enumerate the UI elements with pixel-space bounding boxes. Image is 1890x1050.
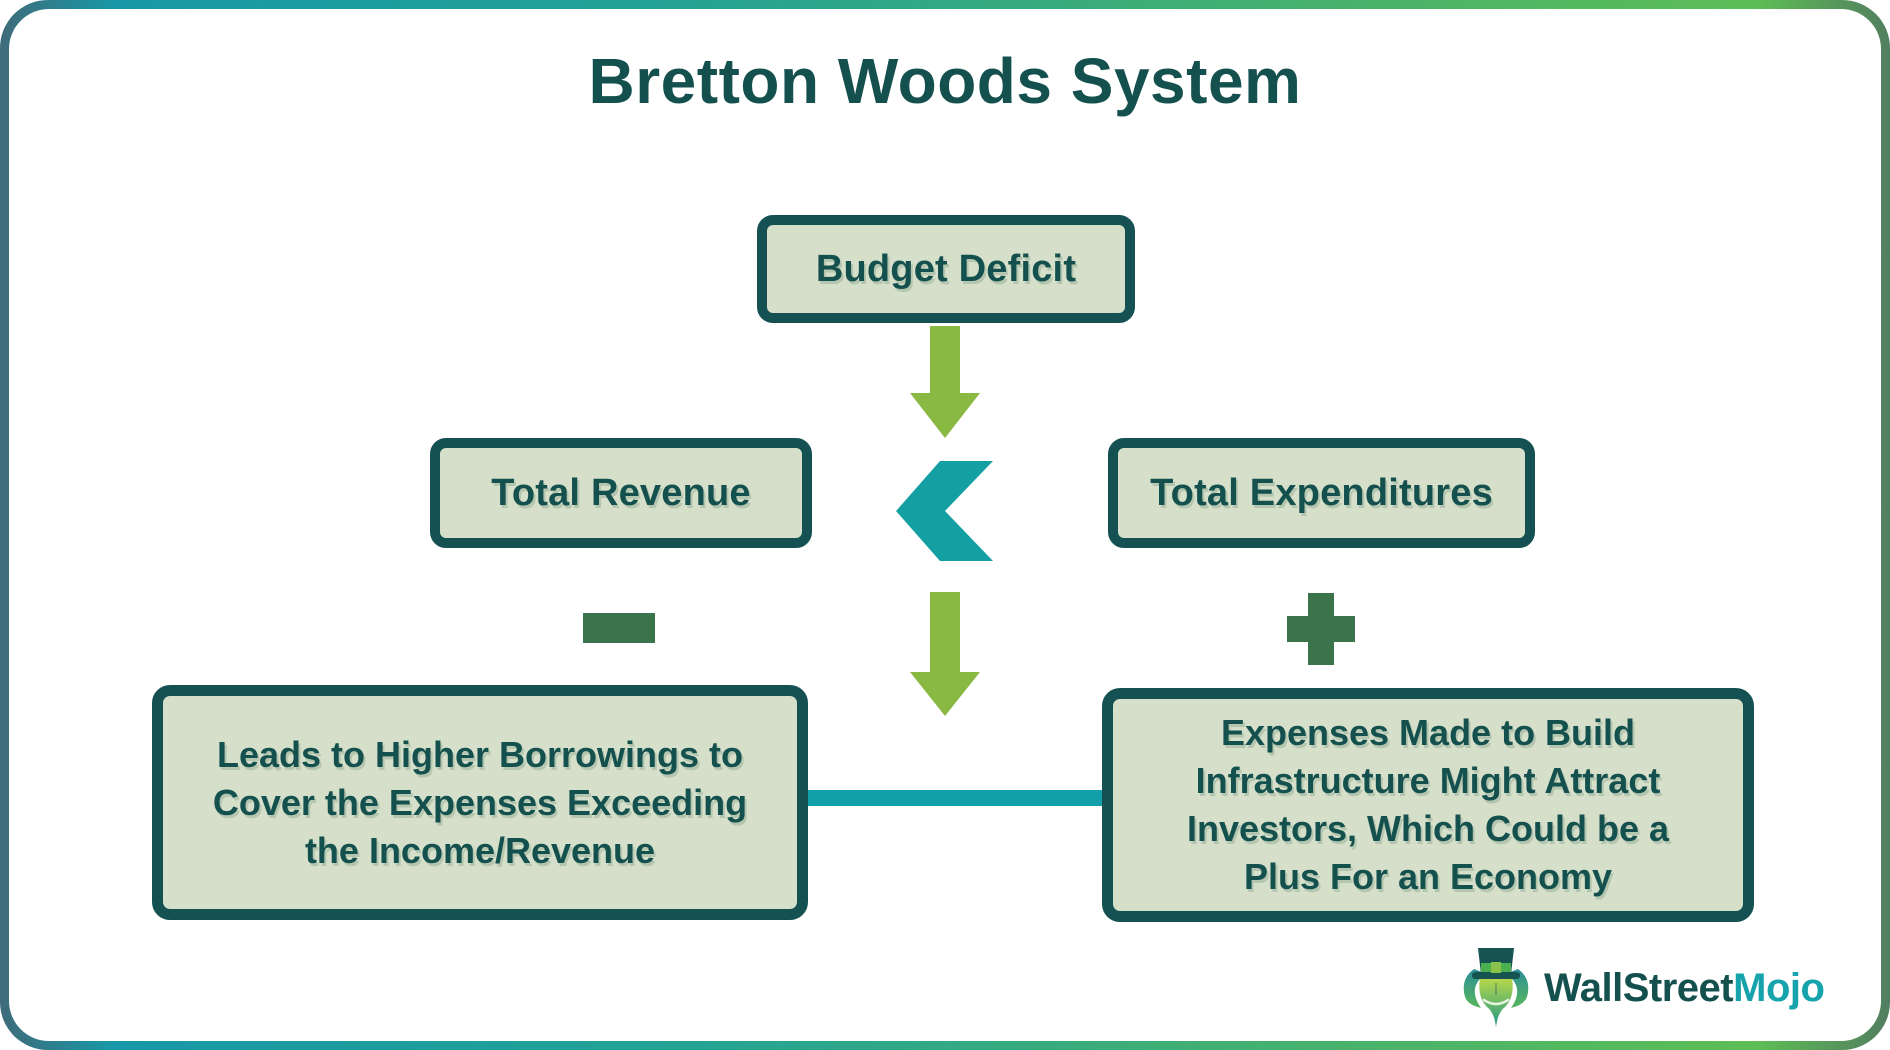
total-revenue-label: Total Revenue <box>491 471 751 514</box>
box-total-expenditures: Total Expenditures <box>1108 438 1535 548</box>
total-expenditures-label: Total Expenditures <box>1150 471 1493 514</box>
box-higher-borrowings: Leads to Higher Borrowings to Cover the … <box>152 685 808 920</box>
infrastructure-investors-text: Expenses Made to Build Infrastructure Mi… <box>1186 712 1670 897</box>
box-total-revenue: Total Revenue <box>430 438 812 548</box>
box-infrastructure-investors: Expenses Made to Build Infrastructure Mi… <box>1102 688 1754 922</box>
less-than-icon <box>896 461 993 561</box>
page-title: Bretton Woods System <box>588 45 1302 117</box>
down-arrow-icon <box>910 326 980 438</box>
down-arrow-icon <box>910 592 980 716</box>
brand-logo: WallStreetMojo <box>1460 942 1825 1034</box>
plus-icon <box>1287 593 1355 665</box>
brand-name: WallStreetMojo <box>1544 965 1825 1011</box>
bull-mascot-icon <box>1463 948 1529 1027</box>
brand-name-secondary: Mojo <box>1733 965 1825 1010</box>
brand-name-primary: WallStreet <box>1544 965 1734 1010</box>
minus-icon <box>583 613 655 643</box>
budget-deficit-label: Budget Deficit <box>815 247 1077 290</box>
higher-borrowings-text: Leads to Higher Borrowings to Cover the … <box>212 733 748 871</box>
connector-line <box>770 790 1130 806</box>
box-budget-deficit: Budget Deficit <box>757 215 1135 323</box>
